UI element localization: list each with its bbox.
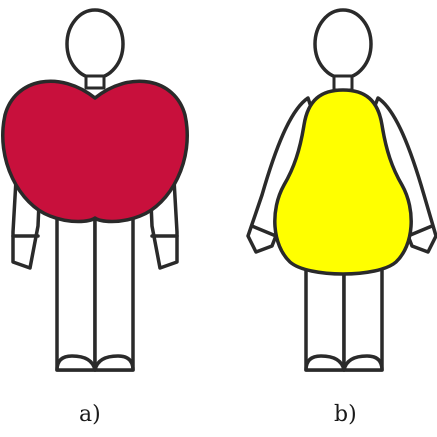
apple-figure-left-leg	[57, 210, 95, 370]
apple-figure-right-leg	[95, 210, 133, 370]
apple-figure-torso	[3, 81, 187, 221]
pear-figure-head	[315, 10, 371, 78]
pear-figure-neck	[334, 76, 352, 90]
caption-b: b)	[334, 402, 357, 427]
apple-figure-neck	[86, 76, 104, 88]
apple-figure-head	[67, 10, 123, 78]
pear-figure	[248, 10, 436, 370]
apple-figure	[3, 10, 187, 370]
caption-a: a)	[79, 402, 101, 427]
